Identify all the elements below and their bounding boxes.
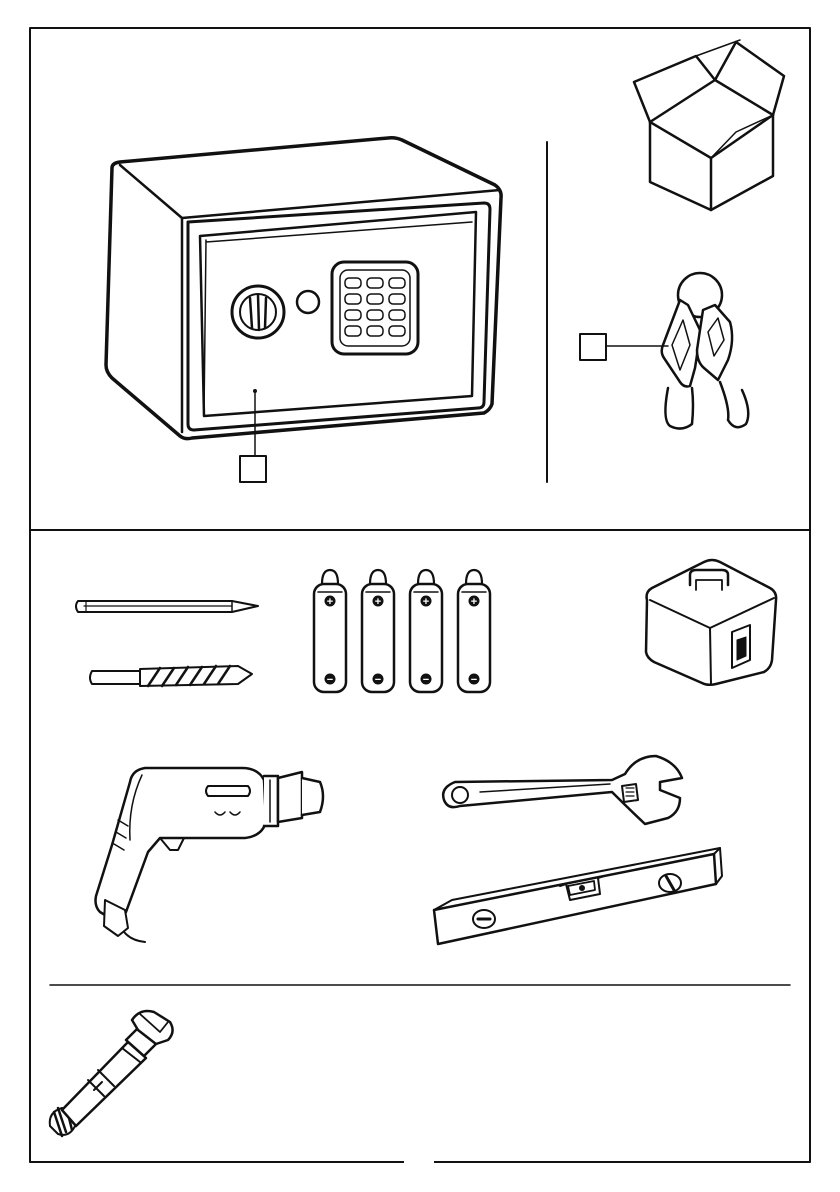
power-drill-icon <box>96 768 324 942</box>
svg-text:−: − <box>423 674 429 686</box>
svg-text:+: + <box>375 596 381 608</box>
box-icon <box>634 40 784 210</box>
pencil-icon <box>76 601 258 612</box>
drill-bit-icon <box>90 666 252 686</box>
safe-icon <box>106 138 501 456</box>
battery-icon: +− <box>458 570 490 692</box>
safe-callout-box <box>240 456 266 482</box>
expansion-bolt-icon <box>50 1011 173 1136</box>
battery-icon: +− <box>362 570 394 692</box>
svg-text:−: − <box>471 674 477 686</box>
svg-text:−: − <box>375 674 381 686</box>
keys-callout-box <box>580 334 606 360</box>
keys-icon <box>605 273 748 429</box>
svg-text:+: + <box>471 596 477 608</box>
toolbox-icon <box>646 560 776 685</box>
battery-icon: +− <box>314 570 346 692</box>
battery-icon: +− <box>410 570 442 692</box>
spirit-level-icon <box>434 848 722 944</box>
adjustable-wrench-icon <box>443 756 682 824</box>
svg-text:−: − <box>327 674 333 686</box>
battery-group: +−+−+−+− <box>314 570 490 692</box>
svg-text:+: + <box>423 596 429 608</box>
svg-text:+: + <box>327 596 333 608</box>
page-number-gap <box>404 1155 434 1169</box>
